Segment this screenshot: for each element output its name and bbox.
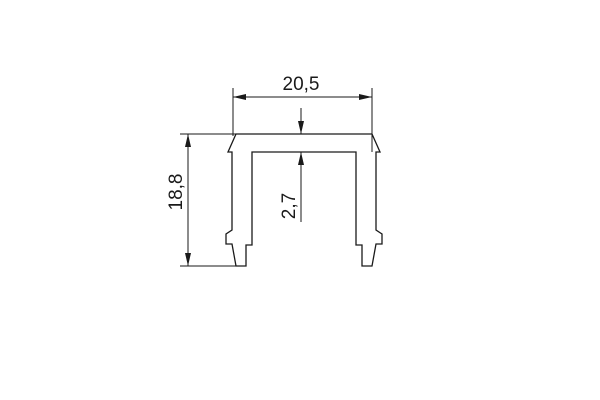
thickness-value: 2,7 xyxy=(279,193,300,219)
thickness-arrow-bottom xyxy=(298,152,304,165)
width-dimension: 20,5 xyxy=(232,74,373,152)
profile-outline xyxy=(225,133,383,267)
width-arrow-right xyxy=(359,94,372,100)
height-arrow-top xyxy=(185,134,191,147)
height-value: 18,8 xyxy=(166,174,187,211)
thickness-dimension: 2,7 xyxy=(279,108,304,222)
height-dimension: 18,8 xyxy=(166,133,236,267)
width-value: 20,5 xyxy=(283,74,320,95)
width-arrow-left xyxy=(233,94,246,100)
thickness-arrow-top xyxy=(298,121,304,134)
height-arrow-bottom xyxy=(185,253,191,266)
